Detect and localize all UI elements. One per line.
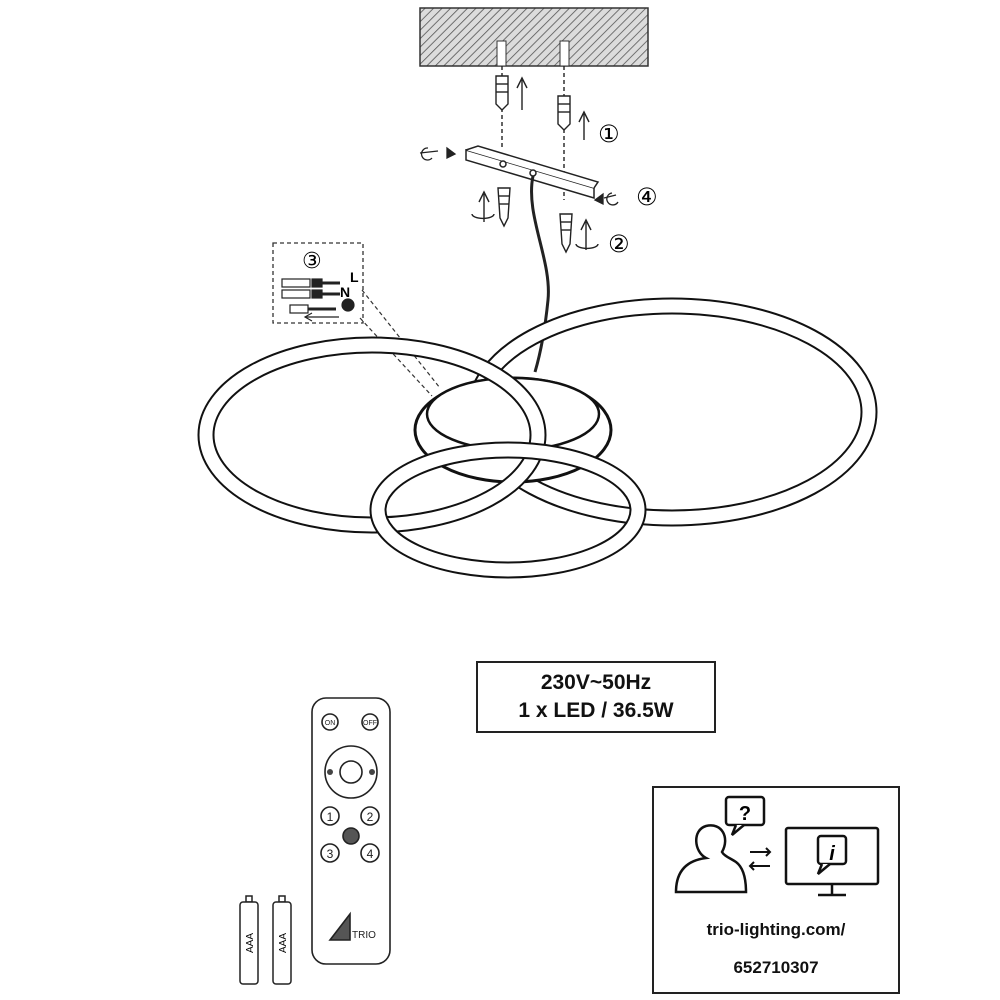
wall-plugs: [495, 66, 590, 200]
neutral-label: N: [340, 284, 350, 300]
remote-button-3: 3: [327, 847, 334, 861]
product-code: 652710307: [733, 958, 819, 977]
batteries: [239, 895, 292, 985]
remote-button-2: 2: [367, 810, 374, 824]
info-box: trio-lighting.com/ 652710307: [652, 786, 900, 994]
power-cable: [530, 175, 550, 373]
remote-button-1: 1: [327, 810, 334, 824]
step-3-marker: ③: [302, 248, 322, 273]
power-spec-box: 230V~50Hz 1 x LED / 36.5W: [476, 661, 716, 733]
remote-button-4: 4: [367, 847, 374, 861]
ceiling: [419, 7, 649, 67]
step-1-marker: ①: [598, 121, 620, 148]
fixing-screws: [471, 187, 599, 254]
ring-lamp: [197, 297, 878, 579]
voltage-label: 230V~50Hz: [540, 671, 652, 694]
remote-on-label: ON: [325, 720, 336, 727]
mounting-bracket: [465, 145, 600, 200]
question-icon: ?: [739, 803, 751, 825]
info-icon: i: [829, 843, 835, 865]
support-url[interactable]: trio-lighting.com/: [706, 920, 846, 939]
remote-control: [311, 697, 391, 965]
battery-label-2: AAA: [278, 933, 289, 953]
step-2-marker: ②: [608, 231, 630, 258]
wiring-detail: ③ L N: [272, 242, 441, 397]
brightness-icons: [327, 769, 375, 775]
remote-brand: TRIO: [352, 930, 376, 941]
live-label: L: [350, 269, 359, 285]
battery-label-1: AAA: [245, 933, 256, 953]
support-pictogram: [674, 795, 880, 897]
step-4-marker: ④: [636, 184, 658, 211]
led-label: 1 x LED / 36.5W: [518, 699, 674, 722]
side-screws: [419, 146, 619, 206]
remote-off-label: OFF: [363, 720, 377, 727]
remote-labels: ON OFF 1 2 3 4 TRIO: [325, 720, 377, 941]
